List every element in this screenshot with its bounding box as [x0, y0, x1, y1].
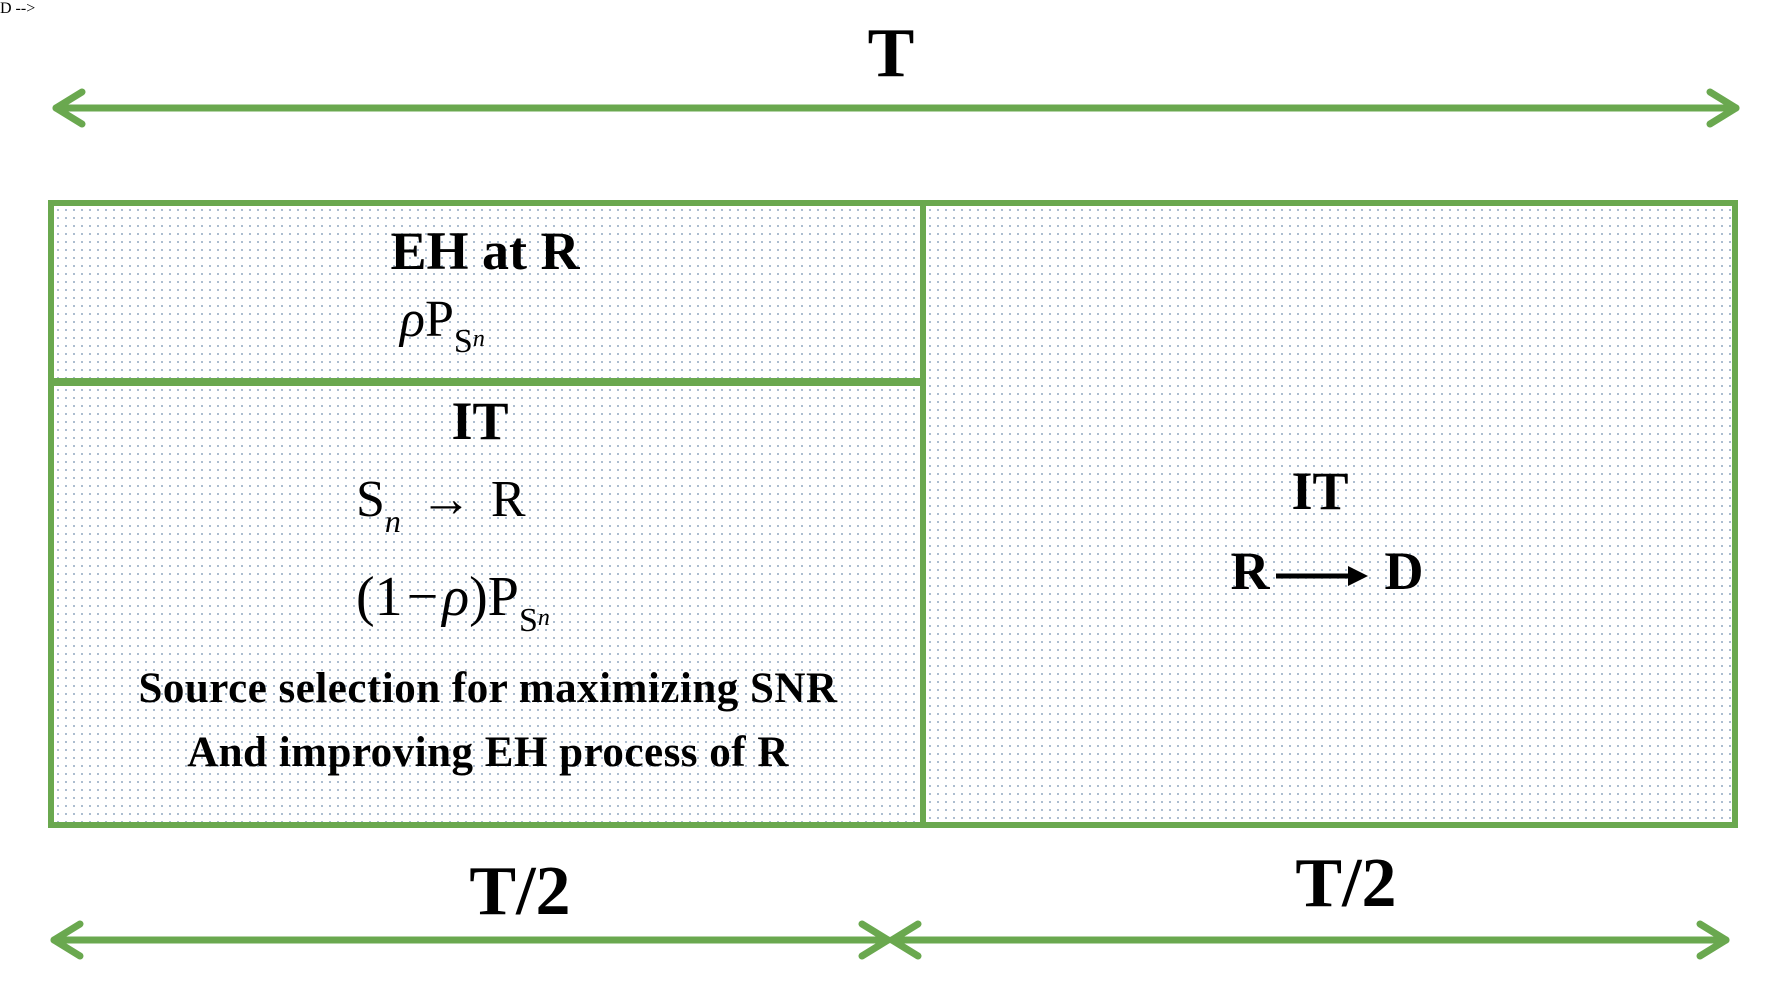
total-period-arrowhead-left — [52, 88, 86, 128]
paren-open: (1 — [356, 566, 403, 628]
power-symbol-2: P — [487, 566, 519, 628]
half-period-left-label: T/2 — [469, 853, 571, 930]
source-symbol: S — [356, 471, 385, 528]
total-period-arrowhead-right — [1706, 88, 1740, 128]
eh-power-formula: ρPSn — [400, 290, 600, 360]
rho-symbol-2: ρ — [442, 566, 470, 628]
source-relay-link: Sn → R — [356, 470, 616, 539]
it-relay-block — [920, 200, 1738, 828]
half-period-left-arrowhead-left — [50, 920, 84, 960]
power-subsubscript: n — [472, 326, 485, 352]
half-period-right-arrowhead-right — [1696, 920, 1730, 960]
total-period-label: T — [867, 15, 915, 92]
eh-block — [48, 200, 926, 384]
eh-title: EH at R — [390, 221, 580, 281]
relay-symbol: R — [490, 471, 526, 528]
link-arrow-icon: → — [419, 471, 472, 528]
power-subscript: S — [453, 323, 473, 360]
description-line-1: Source selection for maximizing SNR — [138, 665, 838, 712]
power-subscript-2: S — [518, 602, 538, 639]
it-source-title: IT — [451, 391, 509, 451]
relay-destination-arrow-icon — [1276, 566, 1368, 586]
source-subscript: n — [384, 503, 401, 539]
description-line-2: And improving EH process of R — [187, 729, 789, 776]
rho-symbol: ρ — [400, 291, 425, 348]
destination-node-label: D — [1384, 541, 1424, 601]
it-relay-title: IT — [1291, 461, 1349, 521]
relay-node-label: R — [1230, 541, 1270, 601]
power-symbol: P — [424, 291, 454, 348]
half-period-right-arrowhead-left — [888, 920, 922, 960]
minus-sign: − — [406, 566, 439, 628]
it-power-formula: (1−ρ)PSn — [356, 565, 656, 639]
half-period-left-arrowhead-right — [858, 920, 892, 960]
paren-close: ) — [469, 566, 488, 628]
half-period-right-label: T/2 — [1295, 845, 1397, 922]
power-subsubscript-2: n — [537, 605, 550, 631]
